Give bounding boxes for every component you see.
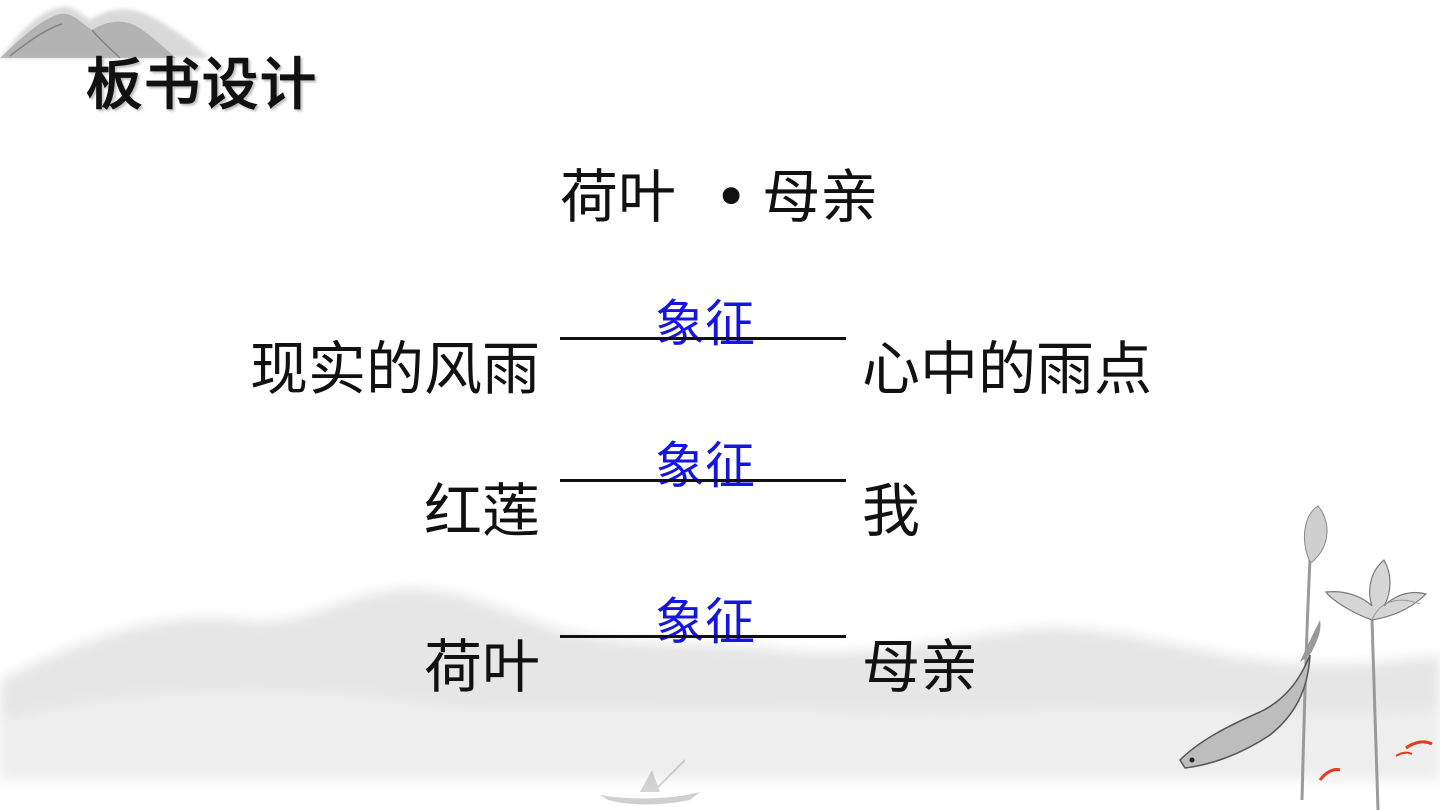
- symbol-row-1: 象征 现实的风雨 心中的雨点: [0, 290, 1440, 403]
- relation-label: 象征: [655, 295, 755, 353]
- left-term: 荷叶: [423, 633, 540, 701]
- slide-title: 板书设计: [86, 53, 318, 118]
- mountain-range-icon: [0, 588, 1440, 780]
- symbol-row-2: 象征 红莲 我: [0, 432, 1440, 545]
- left-term: 红莲: [423, 477, 540, 545]
- relation-label: 象征: [655, 593, 755, 651]
- koi-fish-icon: [1179, 620, 1433, 781]
- symbol-row-3: 象征 荷叶 母亲: [0, 588, 1440, 701]
- right-term: 母亲: [862, 633, 979, 701]
- boat-icon: [600, 759, 700, 805]
- connector-line: [560, 635, 846, 638]
- lotus-icon: [1300, 505, 1428, 810]
- lesson-title-part2: 母亲: [762, 163, 879, 231]
- lesson-title-part1: 荷叶: [560, 163, 677, 231]
- lesson-title: 荷叶 •母亲: [560, 150, 878, 234]
- relation-label: 象征: [655, 437, 755, 495]
- left-term: 现实的风雨: [249, 335, 540, 403]
- right-term: 心中的雨点: [862, 335, 1153, 403]
- connector-line: [560, 479, 846, 482]
- lesson-title-separator: •: [714, 163, 749, 231]
- mountain-top-left-icon: [0, 6, 210, 61]
- right-term: 我: [862, 477, 921, 545]
- connector-line: [560, 337, 846, 340]
